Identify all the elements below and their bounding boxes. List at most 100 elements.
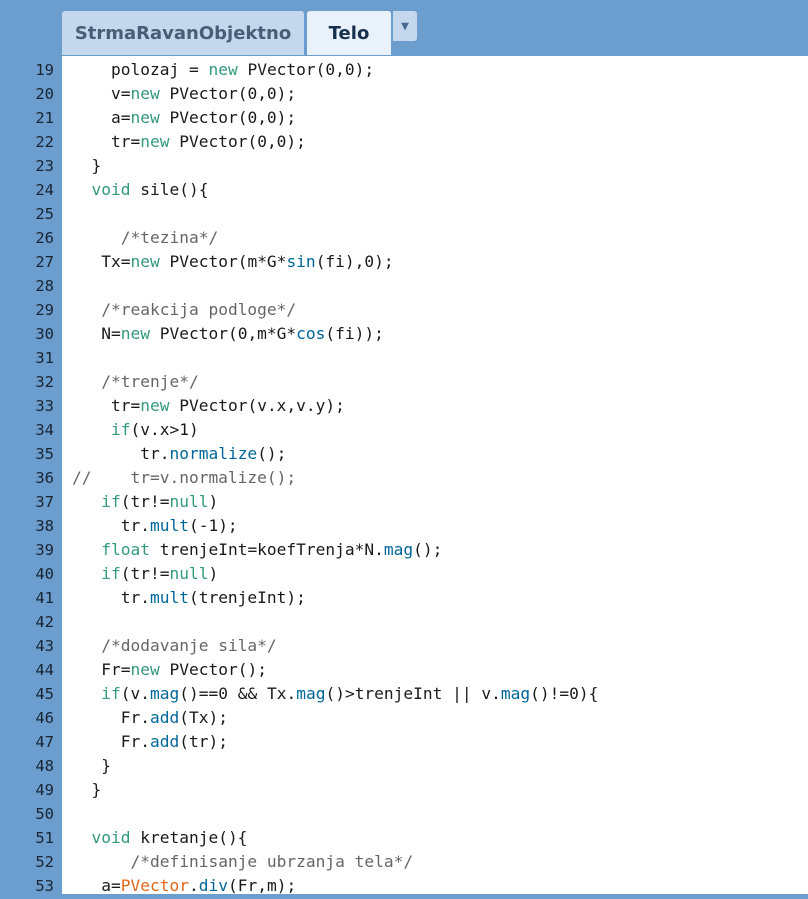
- code-token: PVector(m*G*: [159, 252, 287, 271]
- code-token: new: [130, 84, 160, 103]
- code-token: PVector: [120, 876, 189, 894]
- code-line: tr=new PVector(0,0);: [72, 130, 306, 154]
- line-number: 25: [35, 205, 54, 223]
- line-number: 41: [35, 589, 54, 607]
- code-token: (fi),0);: [315, 252, 394, 271]
- tab-menu-button[interactable]: ▼: [393, 11, 417, 41]
- code-token: mag: [150, 684, 180, 703]
- code-line: /*trenje*/: [72, 370, 199, 394]
- code-token: /*trenje*/: [101, 372, 199, 391]
- code-token: (tr!=: [120, 564, 170, 583]
- code-token: mag: [296, 684, 326, 703]
- code-token: mult: [149, 588, 189, 607]
- code-line: v=new PVector(0,0);: [72, 82, 296, 106]
- code-token: sin: [286, 252, 316, 271]
- code-token: v=: [72, 84, 131, 103]
- code-token: tr.: [72, 516, 150, 535]
- code-token: ): [208, 564, 219, 583]
- code-token: Fr.: [72, 732, 150, 751]
- code-token: new: [120, 324, 150, 343]
- code-line: void kretanje(){: [72, 826, 248, 850]
- tab-telo[interactable]: Telo: [307, 11, 391, 55]
- code-token: .: [188, 876, 199, 894]
- line-number: 40: [35, 565, 54, 583]
- code-token: add: [149, 732, 180, 751]
- code-line: if(v.x>1): [72, 418, 199, 442]
- code-token: void: [91, 180, 131, 199]
- code-token: if: [101, 564, 121, 583]
- tab-bar: StrmaRavanObjektno Telo ▼: [0, 0, 808, 56]
- line-number: 26: [35, 229, 54, 247]
- line-number: 44: [35, 661, 54, 679]
- code-token: cos: [296, 324, 326, 343]
- code-token: PVector(0,0);: [159, 108, 297, 127]
- code-token: // tr=v.normalize();: [72, 468, 297, 487]
- line-number: 30: [35, 325, 54, 343]
- code-token: add: [149, 708, 180, 727]
- code-token: PVector();: [159, 660, 267, 679]
- code-line: }: [72, 754, 111, 778]
- code-token: (tr);: [179, 732, 228, 751]
- code-line: tr.mult(trenjeInt);: [72, 586, 306, 610]
- code-token: [72, 420, 111, 439]
- code-token: div: [198, 876, 228, 894]
- code-token: ): [208, 492, 219, 511]
- line-number: 37: [35, 493, 54, 511]
- code-token: (trenjeInt);: [188, 588, 306, 607]
- line-number: 34: [35, 421, 54, 439]
- line-number: 28: [35, 277, 54, 295]
- code-token: /*reakcija podloge*/: [101, 300, 297, 319]
- line-number: 21: [35, 109, 54, 127]
- code-line: }: [72, 154, 101, 178]
- code-line: Fr.add(Tx);: [72, 706, 228, 730]
- line-number: 22: [35, 133, 54, 151]
- code-token: new: [130, 108, 160, 127]
- code-token: tr=: [72, 132, 141, 151]
- line-number: 46: [35, 709, 54, 727]
- line-number: 38: [35, 517, 54, 535]
- code-token: new: [140, 396, 170, 415]
- code-token: [72, 828, 92, 847]
- code-line: /*dodavanje sila*/: [72, 634, 276, 658]
- code-token: }: [72, 780, 102, 799]
- line-number: 35: [35, 445, 54, 463]
- code-line: }: [72, 778, 101, 802]
- tab-strmaravanobjektno[interactable]: StrmaRavanObjektno: [62, 11, 304, 55]
- line-number: 27: [35, 253, 54, 271]
- code-token: if: [101, 684, 121, 703]
- code-line: Tx=new PVector(m*G*sin(fi),0);: [72, 250, 394, 274]
- editor-bottom-border: [0, 894, 808, 899]
- code-token: }: [72, 156, 102, 175]
- code-token: [72, 684, 101, 703]
- code-token: (tr!=: [120, 492, 170, 511]
- code-line: a=PVector.div(Fr,m);: [72, 874, 296, 894]
- code-token: /*tezina*/: [120, 228, 219, 247]
- code-line: N=new PVector(0,m*G*cos(fi));: [72, 322, 384, 346]
- line-number: 52: [35, 853, 54, 871]
- code-token: mult: [149, 516, 189, 535]
- code-token: Fr.: [72, 708, 150, 727]
- code-line: /*tezina*/: [72, 226, 218, 250]
- line-number: 32: [35, 373, 54, 391]
- code-token: new: [208, 60, 238, 79]
- code-line: a=new PVector(0,0);: [72, 106, 296, 130]
- code-token: mag: [500, 684, 531, 703]
- code-token: ()!=0){: [530, 684, 599, 703]
- code-token: mag: [383, 540, 414, 559]
- code-token: [72, 540, 101, 559]
- line-number: 39: [35, 541, 54, 559]
- line-number: 45: [35, 685, 54, 703]
- line-number: 51: [35, 829, 54, 847]
- code-line: Fr.add(tr);: [72, 730, 228, 754]
- code-token: (fi));: [325, 324, 384, 343]
- line-number: 47: [35, 733, 54, 751]
- line-number: 24: [35, 181, 54, 199]
- code-line: tr.mult(-1);: [72, 514, 238, 538]
- code-token: sile(){: [130, 180, 209, 199]
- code-token: a=: [72, 876, 121, 894]
- code-line: tr=new PVector(v.x,v.y);: [72, 394, 345, 418]
- code-token: [72, 300, 101, 319]
- line-number: 23: [35, 157, 54, 175]
- code-line: float trenjeInt=koefTrenja*N.mag();: [72, 538, 442, 562]
